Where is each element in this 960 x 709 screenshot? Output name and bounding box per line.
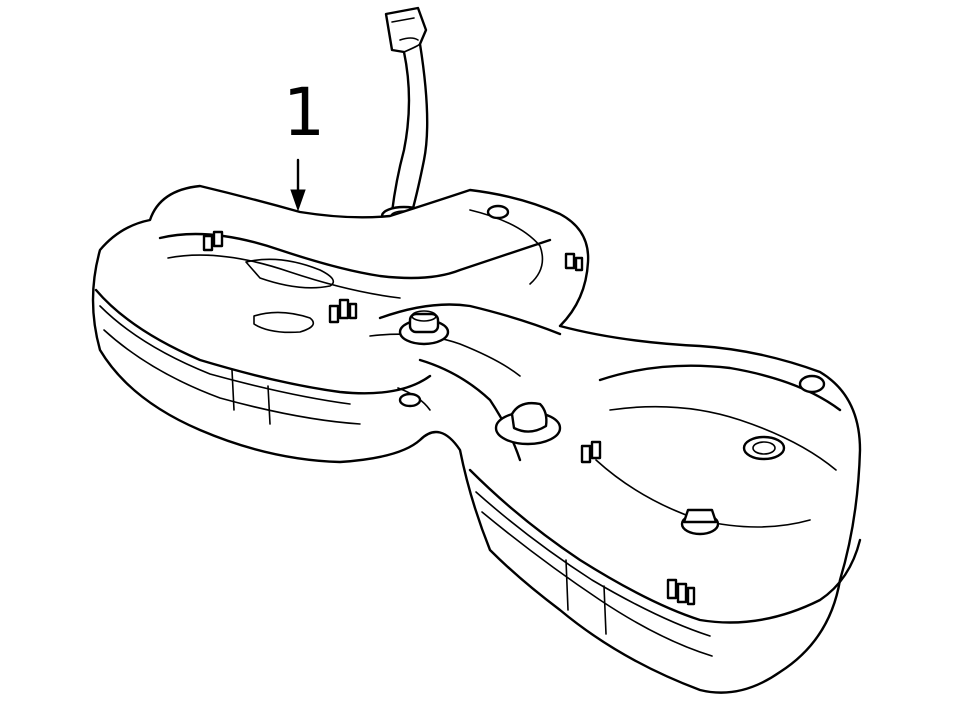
callout-arrow (290, 158, 306, 212)
filler-neck (380, 6, 429, 227)
clip-left (202, 230, 224, 252)
tank-fittings (398, 204, 826, 536)
tank-body (91, 184, 862, 694)
clip-right-lower (666, 578, 696, 606)
line-clips (202, 230, 696, 606)
clip-center (328, 298, 358, 324)
callout-label-1: 1 (283, 74, 325, 151)
clip-rear (564, 252, 584, 272)
clip-right-upper (580, 440, 602, 464)
strap-marks (231, 369, 607, 635)
